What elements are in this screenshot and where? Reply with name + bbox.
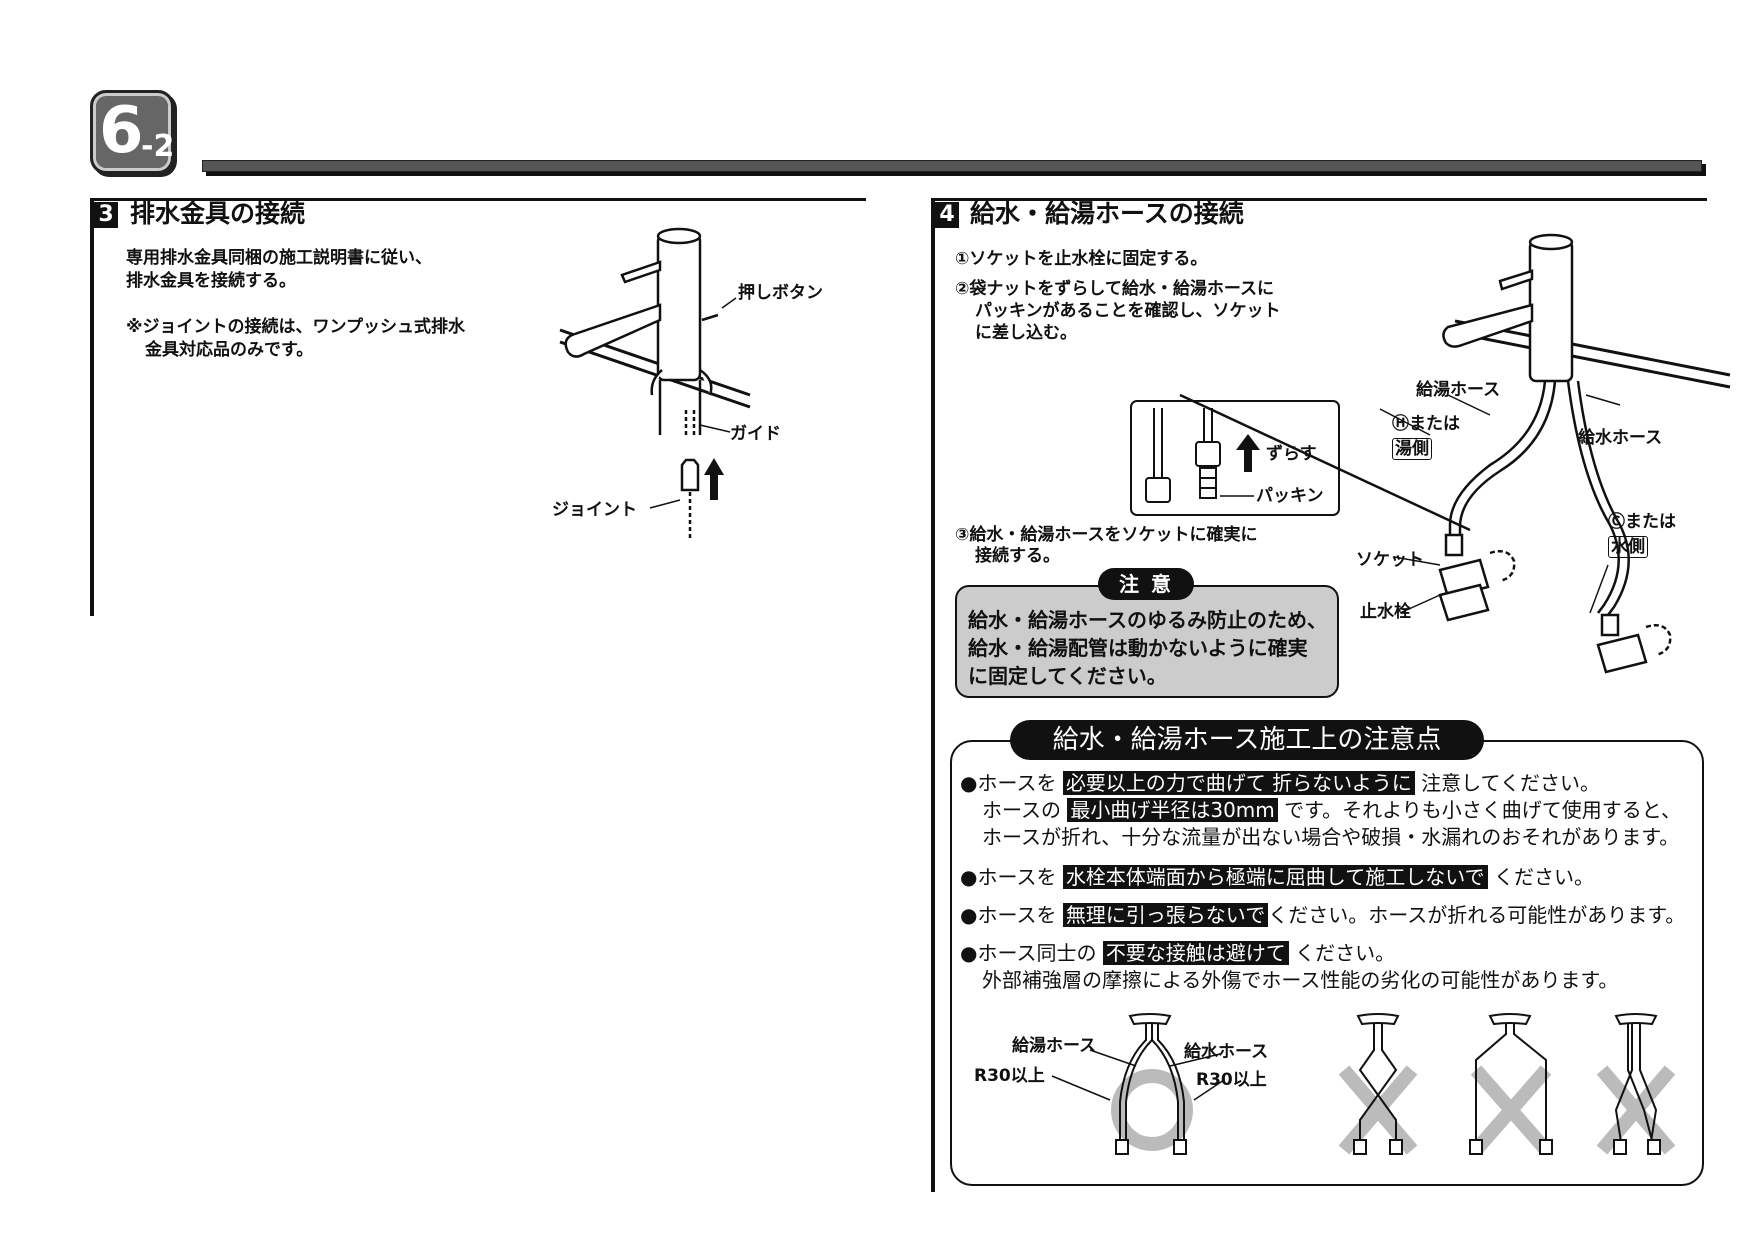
note-text: ください。ホースが折れる可能性があります。 — [1268, 903, 1686, 927]
cold-side-label: 水側 — [1608, 536, 1648, 558]
step-subnumber: -2 — [141, 129, 175, 164]
section4-number: 4 — [935, 202, 959, 228]
hot-hose-label: 給湯ホース — [1416, 380, 1501, 400]
packing-detail-illustration — [1130, 400, 1340, 516]
hose-bend-ng-illustration-3 — [1596, 1013, 1676, 1155]
slide-label: ずらす — [1266, 444, 1317, 464]
note-item: ●ホースを 無理に引っ張らないでください。ホースが折れる可能性があります。 — [960, 902, 1685, 928]
note-item: ●ホースを 必要以上の力で曲げて 折らないように 注意してください。 — [960, 770, 1600, 796]
header-rule — [202, 160, 1702, 172]
stop-valve-label: 止水栓 — [1360, 602, 1411, 622]
section3-body-line1: 専用排水金具同梱の施工説明書に従い、 — [126, 248, 432, 268]
hose-bend-ok-illustration — [1051, 1013, 1225, 1155]
note-text: ホースの — [982, 798, 1068, 822]
caution-text: 給水・給湯ホースのゆるみ防止のため、 給水・給湯配管は動かないように確実 に固定… — [968, 606, 1327, 690]
hose-bend-ng-illustration-1 — [1338, 1013, 1418, 1155]
packing-label: パッキン — [1256, 486, 1324, 506]
section4-title: 給水・給湯ホースの接続 — [970, 199, 1244, 228]
supply-hose-illustration — [1179, 233, 1731, 674]
note-item: ホースの 最小曲げ半径は30mm です。それよりも小さく曲げて使用すると、 — [982, 797, 1681, 823]
note-highlight: 無理に引っ張らないで — [1062, 903, 1269, 927]
note-highlight: 不要な接触は避けて — [1102, 941, 1289, 965]
note-text: ●ホースを — [960, 771, 1063, 795]
section3-left-rule — [90, 198, 94, 616]
section3-title: 排水金具の接続 — [130, 199, 306, 228]
note-item: ●ホースを 水栓本体端面から極端に屈曲して施工しないで ください。 — [960, 864, 1594, 890]
step3-line1: ③給水・給湯ホースをソケットに確実に — [955, 525, 1258, 545]
caution-tag: 注意 — [1098, 568, 1194, 600]
note-text: ●ホースを — [960, 903, 1063, 927]
step2-line2: パッキンがあることを確認し、ソケット — [975, 301, 1281, 321]
hose-bend-ng-illustration-2 — [1469, 1013, 1553, 1155]
step2-line3: に差し込む。 — [975, 323, 1077, 343]
note-item: ホースが折れ、十分な流量が出ない場合や破損・水漏れのおそれがあります。 — [982, 825, 1680, 849]
section4-top-rule — [931, 198, 1707, 201]
note-highlight: 必要以上の力で曲げて 折らないように — [1062, 771, 1415, 795]
step-number: 6 — [99, 94, 144, 168]
cold-side-prefix: Ⓒまたは — [1608, 512, 1676, 532]
step-badge: 6 -2 — [90, 90, 174, 174]
socket-label: ソケット — [1356, 550, 1424, 570]
caution-line: 給水・給湯配管は動かないように確実 — [968, 636, 1308, 660]
push-button-label: 押しボタン — [738, 283, 823, 303]
note-item: ●ホース同士の 不要な接触は避けて ください。 — [960, 940, 1395, 966]
section3-number: 3 — [94, 202, 118, 228]
step1-text: ①ソケットを止水栓に固定する。 — [955, 249, 1208, 269]
cold-hose-label: 給水ホース — [1578, 428, 1663, 448]
section3-note-line1: ※ジョイントの接続は、ワンプッシュ式排水 — [126, 317, 466, 337]
drain-faucet-illustration — [559, 227, 751, 540]
hose-notes-title: 給水・給湯ホース施工上の注意点 — [1010, 720, 1484, 760]
note-text: ください。 — [1487, 865, 1594, 889]
note-item: 外部補強層の摩擦による外傷でホース性能の劣化の可能性があります。 — [982, 968, 1619, 992]
note-text: です。それよりも小さく曲げて使用すると、 — [1277, 798, 1681, 822]
caution-line: 給水・給湯ホースのゆるみ防止のため、 — [968, 608, 1327, 632]
note-highlight: 最小曲げ半径は30mm — [1067, 798, 1278, 822]
note-highlight: 水栓本体端面から極端に屈曲して施工しないで — [1062, 865, 1488, 889]
note-text: 注意してください。 — [1414, 771, 1600, 795]
fig-hot-hose-label: 給湯ホース — [1012, 1036, 1097, 1056]
joint-label: ジョイント — [552, 500, 637, 520]
section3-top-rule — [90, 198, 866, 201]
hot-side-label: 湯側 — [1392, 438, 1432, 460]
section3-note-line2: 金具対応品のみです。 — [145, 340, 314, 360]
note-text: ●ホース同士の — [960, 941, 1103, 965]
caution-line: に固定してください。 — [968, 664, 1167, 688]
fig-r30-left-label: R30以上 — [974, 1066, 1045, 1086]
fig-cold-hose-label: 給水ホース — [1184, 1042, 1269, 1062]
section4-left-rule — [931, 198, 935, 1192]
guide-label: ガイド — [730, 424, 781, 444]
hot-side-prefix: Ⓗまたは — [1392, 414, 1460, 434]
fig-r30-right-label: R30以上 — [1196, 1070, 1267, 1090]
note-text: ください。 — [1288, 941, 1396, 965]
step3-line2: 接続する。 — [975, 546, 1060, 566]
step2-line1: ②袋ナットをずらして給水・給湯ホースに — [955, 279, 1275, 299]
note-text: ●ホースを — [960, 865, 1063, 889]
section3-body-line2: 排水金具を接続する。 — [126, 271, 296, 291]
